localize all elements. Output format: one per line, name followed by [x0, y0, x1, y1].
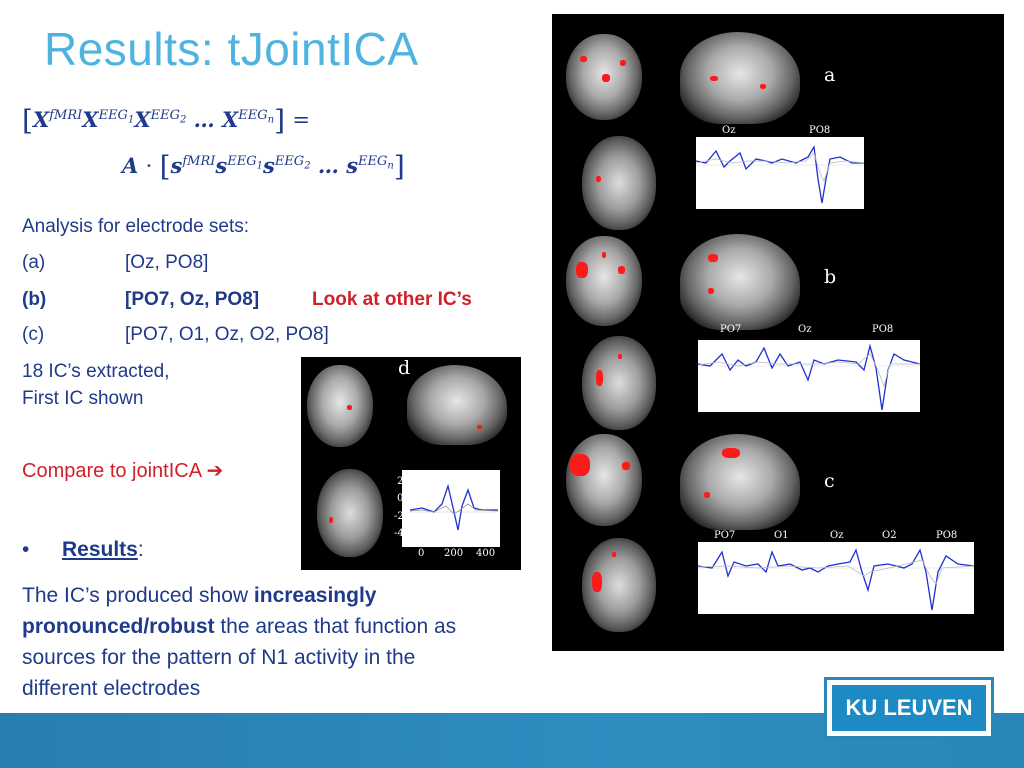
- para-post: the areas that function as sources for t…: [22, 615, 457, 700]
- activation-blob: [722, 448, 740, 458]
- y-tick: -2: [394, 511, 404, 522]
- panel-b-letter: b: [824, 266, 837, 288]
- electrode-label: Oz: [830, 530, 844, 541]
- coronal-brain-image-b: [566, 236, 642, 326]
- activation-blob: [618, 354, 622, 359]
- electrode-label: PO7: [714, 530, 736, 541]
- activation-blob: [580, 56, 587, 62]
- coronal-brain-image-c: [566, 434, 642, 526]
- activation-blob: [347, 405, 352, 410]
- waveform-plot-b: [698, 340, 920, 412]
- axial-brain-image-c: [582, 538, 656, 632]
- set-a-label: (a): [22, 252, 46, 273]
- electrode-label: Oz: [722, 125, 736, 136]
- activation-blob: [708, 288, 714, 294]
- activation-blob: [477, 425, 482, 429]
- results-label: Results: [62, 538, 138, 561]
- activation-blob: [602, 252, 606, 258]
- activation-blob: [329, 517, 333, 523]
- waveform-plot-a: [696, 137, 864, 209]
- activation-blob: [570, 454, 590, 476]
- set-b-note: Look at other IC’s: [312, 289, 472, 310]
- panel-d-letter: d: [398, 357, 411, 379]
- electrode-label: PO7: [720, 324, 742, 335]
- activation-blob: [704, 492, 710, 498]
- activation-blob: [710, 76, 718, 81]
- panel-c-letter: c: [824, 470, 835, 492]
- sagittal-brain-image-c: [680, 434, 800, 530]
- arrow-right-icon: ➔: [206, 460, 224, 482]
- electrode-label: O2: [882, 530, 897, 541]
- figure-panel-abc: a Oz PO8 b PO7 Oz PO8: [552, 14, 1004, 651]
- axial-brain-image: [317, 469, 383, 557]
- results-bullet: • Results:: [22, 538, 144, 562]
- figure-panel-d: d 2 0 -2 -4 0 200 400: [301, 357, 521, 570]
- activation-blob: [592, 572, 602, 592]
- compare-label: Compare to jointICA: [22, 460, 201, 482]
- set-c-label: (c): [22, 324, 45, 345]
- y-tick: -4: [394, 528, 404, 539]
- sagittal-brain-image: [407, 365, 507, 445]
- activation-blob: [576, 262, 588, 278]
- results-colon: :: [137, 538, 144, 561]
- coronal-brain-image: [307, 365, 373, 447]
- sagittal-brain-image-b: [680, 234, 800, 330]
- activation-blob: [618, 266, 625, 274]
- electrode-label: PO8: [872, 324, 894, 335]
- activation-blob: [708, 254, 718, 262]
- activation-blob: [596, 176, 601, 182]
- activation-blob: [596, 370, 603, 386]
- activation-blob: [620, 60, 626, 66]
- coronal-brain-image-a: [566, 34, 642, 120]
- y-tick: 0: [397, 493, 404, 504]
- electrode-label: Oz: [798, 324, 812, 335]
- set-b-label: (b): [22, 289, 47, 310]
- panel-a-letter: a: [824, 64, 836, 86]
- y-tick: 2: [397, 476, 404, 487]
- extracted-line-1: 18 IC’s extracted,: [22, 361, 170, 382]
- x-tick: 0: [418, 548, 425, 559]
- x-tick: 400: [476, 548, 496, 559]
- set-c-value: [PO7, O1, Oz, O2, PO8]: [125, 324, 329, 345]
- equation-line-2: A · [sfMRIsEEG1sEEG2 … sEEGn]: [122, 150, 405, 183]
- axial-brain-image-a: [582, 136, 656, 230]
- electrode-label: O1: [774, 530, 789, 541]
- waveform-plot-d: [402, 470, 500, 547]
- electrode-label: PO8: [809, 125, 831, 136]
- equation-line-1: [XfMRIXEEG1XEEG2 … XEEGn] =: [22, 104, 310, 137]
- logo-text: KU LEUVEN: [832, 685, 986, 731]
- activation-blob: [602, 74, 610, 82]
- activation-blob: [612, 552, 616, 557]
- sagittal-brain-image-a: [680, 32, 800, 124]
- analysis-heading: Analysis for electrode sets:: [22, 216, 250, 237]
- activation-blob: [622, 462, 630, 470]
- slide-title: Results: tJointICA: [44, 23, 419, 75]
- para-bold: increasingly pronounced/robust: [22, 584, 377, 638]
- axial-brain-image-b: [582, 336, 656, 430]
- bullet-icon: •: [22, 538, 30, 561]
- ku-leuven-logo: KU LEUVEN: [824, 677, 994, 739]
- para-pre: The IC’s produced show: [22, 584, 254, 607]
- x-tick: 200: [444, 548, 464, 559]
- compare-text: Compare to jointICA ➔: [22, 458, 223, 483]
- activation-blob: [760, 84, 766, 89]
- waveform-plot-c: [698, 542, 974, 614]
- extracted-line-2: First IC shown: [22, 388, 144, 409]
- set-a-value: [Oz, PO8]: [125, 252, 209, 273]
- set-b-value: [PO7, Oz, PO8]: [125, 289, 260, 310]
- electrode-label: PO8: [936, 530, 958, 541]
- results-paragraph: The IC’s produced show increasingly pron…: [22, 580, 482, 704]
